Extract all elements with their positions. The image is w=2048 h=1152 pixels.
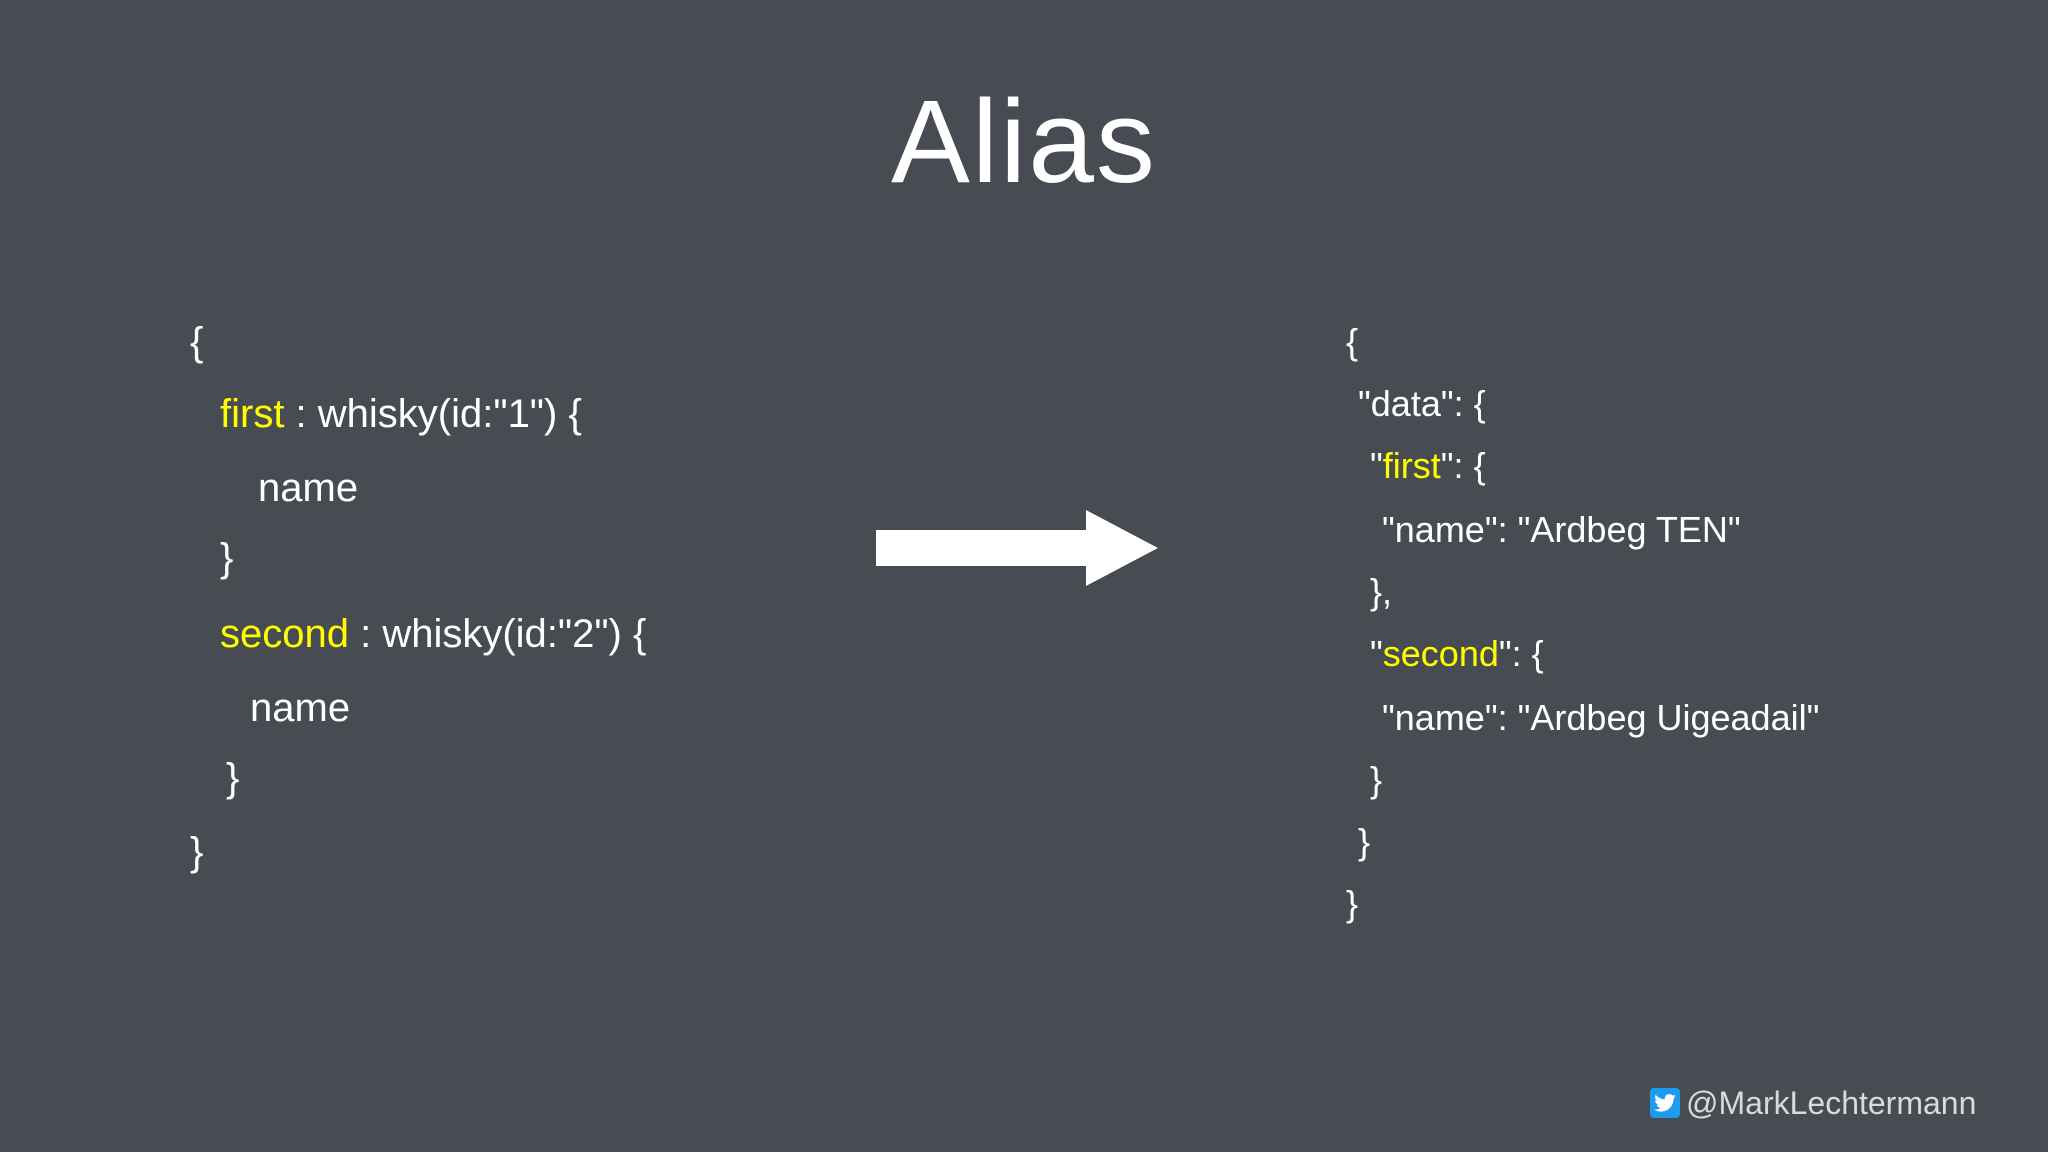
twitter-icon — [1650, 1088, 1680, 1118]
response-first-close: }, — [1370, 571, 1393, 612]
response-second-line: "second": { — [1370, 632, 1544, 676]
first-field: : whisky(id:"1") { — [284, 392, 582, 436]
twitter-handle: @MarkLechtermann — [1686, 1084, 1977, 1121]
second-quote: " — [1370, 633, 1383, 674]
right-arrow-icon — [876, 510, 1158, 586]
response-second-value: "name": "Ardbeg Uigeadail" — [1382, 697, 1820, 738]
query-second-close: } — [226, 756, 240, 800]
response-open-brace: { — [1346, 321, 1359, 362]
query-first-name: name — [258, 466, 359, 510]
response-data-close: } — [1358, 821, 1371, 862]
query-open-brace: { — [190, 320, 204, 364]
response-first-value: "name": "Ardbeg TEN" — [1382, 509, 1741, 550]
slide-title: Alias — [891, 76, 1157, 208]
second-rest: ": { — [1498, 633, 1544, 674]
query-first-line: first : whisky(id:"1") { — [220, 390, 582, 438]
response-second-close: } — [1370, 759, 1383, 800]
response-first-line: "first": { — [1370, 444, 1486, 488]
first-quote: " — [1370, 445, 1383, 486]
second-field: : whisky(id:"2") { — [348, 612, 647, 656]
query-second-line: second : whisky(id:"2") { — [220, 610, 646, 658]
response-close-brace: } — [1346, 883, 1359, 924]
query-close-brace: } — [190, 830, 204, 874]
footer: @MarkLechtermann — [1650, 1084, 1976, 1122]
query-second-name: name — [250, 686, 351, 730]
first-alias: first — [220, 392, 285, 436]
second-alias: second — [220, 612, 349, 656]
response-data-key: "data": { — [1358, 383, 1486, 424]
query-first-close: } — [220, 536, 234, 580]
response-second-key: second — [1382, 633, 1499, 674]
first-rest: ": { — [1440, 445, 1486, 486]
response-first-key: first — [1382, 445, 1441, 486]
